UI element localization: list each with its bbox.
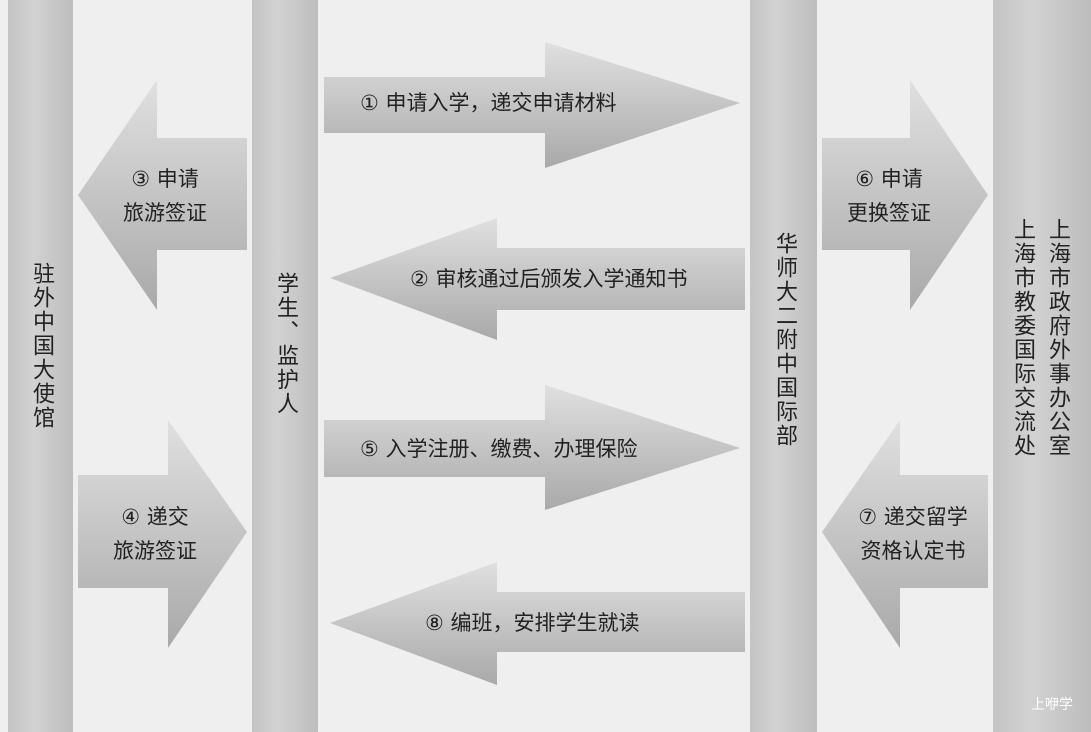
arrow-step-3 — [78, 80, 247, 310]
step-7-label: ⑦ 递交留学 资格认定书 — [838, 500, 988, 568]
step-5-label: ⑤ 入学注册、缴费、办理保险 — [360, 437, 638, 461]
arrow-step-5 — [324, 385, 740, 510]
step-3-label: ③ 申请 旅游签证 — [110, 162, 220, 230]
label-school: 华师大二附中国际部 — [772, 232, 797, 448]
step-6-line1: ⑥ 申请 — [855, 167, 923, 191]
step-4-line2: 旅游签证 — [113, 539, 197, 563]
column-government — [993, 0, 1091, 732]
step-8-label: ⑧ 编班，安排学生就读 — [425, 611, 640, 635]
column-school — [750, 0, 817, 732]
arrow-step-7 — [822, 420, 988, 648]
arrow-step-1 — [324, 42, 740, 168]
column-embassy — [8, 0, 73, 732]
arrow-step-2 — [330, 218, 745, 340]
step-3-line1: ③ 申请 — [131, 167, 199, 191]
label-student: 学生、监护人 — [273, 272, 298, 416]
column-student — [252, 0, 318, 732]
arrow-step-6 — [822, 80, 988, 310]
step-6-label: ⑥ 申请 更换签证 — [834, 162, 944, 230]
label-gov-education: 上海市教委国际交流处 — [1010, 218, 1035, 458]
step-3-line2: 旅游签证 — [123, 201, 207, 225]
step-7-line2: 资格认定书 — [860, 539, 966, 563]
step-4-label: ④ 递交 旅游签证 — [100, 500, 210, 568]
step-4-line1: ④ 递交 — [121, 505, 189, 529]
watermark: 上咿学 — [1031, 697, 1073, 713]
step-1-label: ① 申请入学，递交申请材料 — [360, 91, 617, 115]
label-gov-foreign-affairs: 上海市政府外事办公室 — [1045, 218, 1070, 458]
label-embassy: 驻外中国大使馆 — [29, 262, 54, 430]
step-6-line2: 更换签证 — [847, 201, 931, 225]
step-2-label: ② 审核通过后颁发入学通知书 — [410, 267, 688, 291]
step-7-line1: ⑦ 递交留学 — [858, 505, 968, 529]
arrow-step-4 — [78, 420, 247, 648]
arrow-step-8 — [330, 562, 745, 685]
